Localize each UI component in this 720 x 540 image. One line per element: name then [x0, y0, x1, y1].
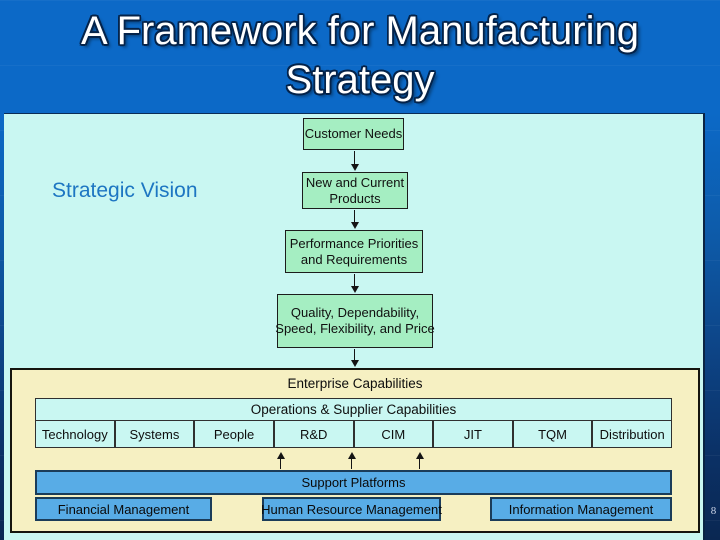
up-arrow — [347, 452, 356, 469]
flow-box-label: Speed, Flexibility, and Price — [275, 321, 435, 336]
operations-supplier-capabilities-label: Operations & Supplier Capabilities — [250, 402, 457, 417]
arrow-head — [350, 164, 359, 171]
support-platforms-bar: Support Platforms — [35, 470, 672, 495]
down-arrow — [350, 151, 359, 171]
platform-box-human-resource-management: Human Resource Management — [261, 497, 442, 521]
capabilities-row: Technology Systems People R&D CIM JIT TQ… — [35, 420, 672, 448]
flow-box-label: New and Current — [305, 174, 405, 190]
slide-title-line-1: A Framework for Manufacturing — [81, 9, 639, 53]
slide-title: A Framework for Manufacturing Strategy — [0, 7, 720, 105]
arrow-shaft — [353, 210, 356, 222]
down-arrow — [350, 274, 359, 293]
support-platforms-label: Support Platforms — [301, 475, 406, 490]
strategic-vision-label: Strategic Vision — [52, 179, 198, 202]
flow-box-label: Customer Needs — [304, 126, 403, 141]
flow-box-label: Quality, Dependability, — [290, 305, 420, 320]
arrow-shaft — [418, 459, 421, 469]
flow-box-label: Products — [329, 190, 381, 206]
arrow-shaft — [353, 151, 356, 164]
platform-box-information-management: Information Management — [490, 497, 672, 521]
arrow-head — [276, 452, 285, 459]
flow-box-performance-priorities: Performance Priorities and Requirements — [285, 230, 423, 273]
arrow-shaft — [279, 459, 282, 469]
capability-cell-distribution: Distribution — [592, 420, 672, 448]
platform-box-financial-management: Financial Management — [35, 497, 212, 521]
up-arrow — [415, 452, 424, 469]
slide-title-line-2: Strategy — [285, 58, 435, 102]
capability-cell-technology: Technology — [35, 420, 115, 448]
operations-supplier-capabilities-bar: Operations & Supplier Capabilities — [35, 398, 672, 421]
flow-box-label: Performance Priorities — [289, 235, 419, 251]
down-arrow — [350, 349, 359, 367]
arrow-head — [350, 222, 359, 229]
flow-box-customer-needs: Customer Needs — [303, 118, 404, 150]
capability-cell-rd: R&D — [273, 420, 354, 448]
arrow-shaft — [353, 274, 356, 286]
arrow-shaft — [350, 459, 353, 469]
capability-cell-cim: CIM — [353, 420, 434, 448]
flow-box-quality-dependability: Quality, Dependability, Speed, Flexibili… — [275, 294, 435, 348]
flow-box-new-and-current-products: New and Current Products — [302, 172, 408, 209]
arrow-head — [350, 360, 359, 367]
capability-cell-systems: Systems — [114, 420, 195, 448]
down-arrow — [350, 210, 359, 229]
page-number: 8 — [710, 505, 717, 517]
flow-box-label: and Requirements — [300, 251, 408, 267]
arrow-head — [415, 452, 424, 459]
up-arrow — [276, 452, 285, 469]
capability-cell-tqm: TQM — [512, 420, 593, 448]
arrow-head — [350, 286, 359, 293]
arrow-head — [347, 452, 356, 459]
arrow-shaft — [353, 349, 356, 360]
enterprise-capabilities-title: Enterprise Capabilities — [287, 376, 423, 391]
capability-cell-jit: JIT — [433, 420, 513, 448]
capability-cell-people: People — [194, 420, 274, 448]
